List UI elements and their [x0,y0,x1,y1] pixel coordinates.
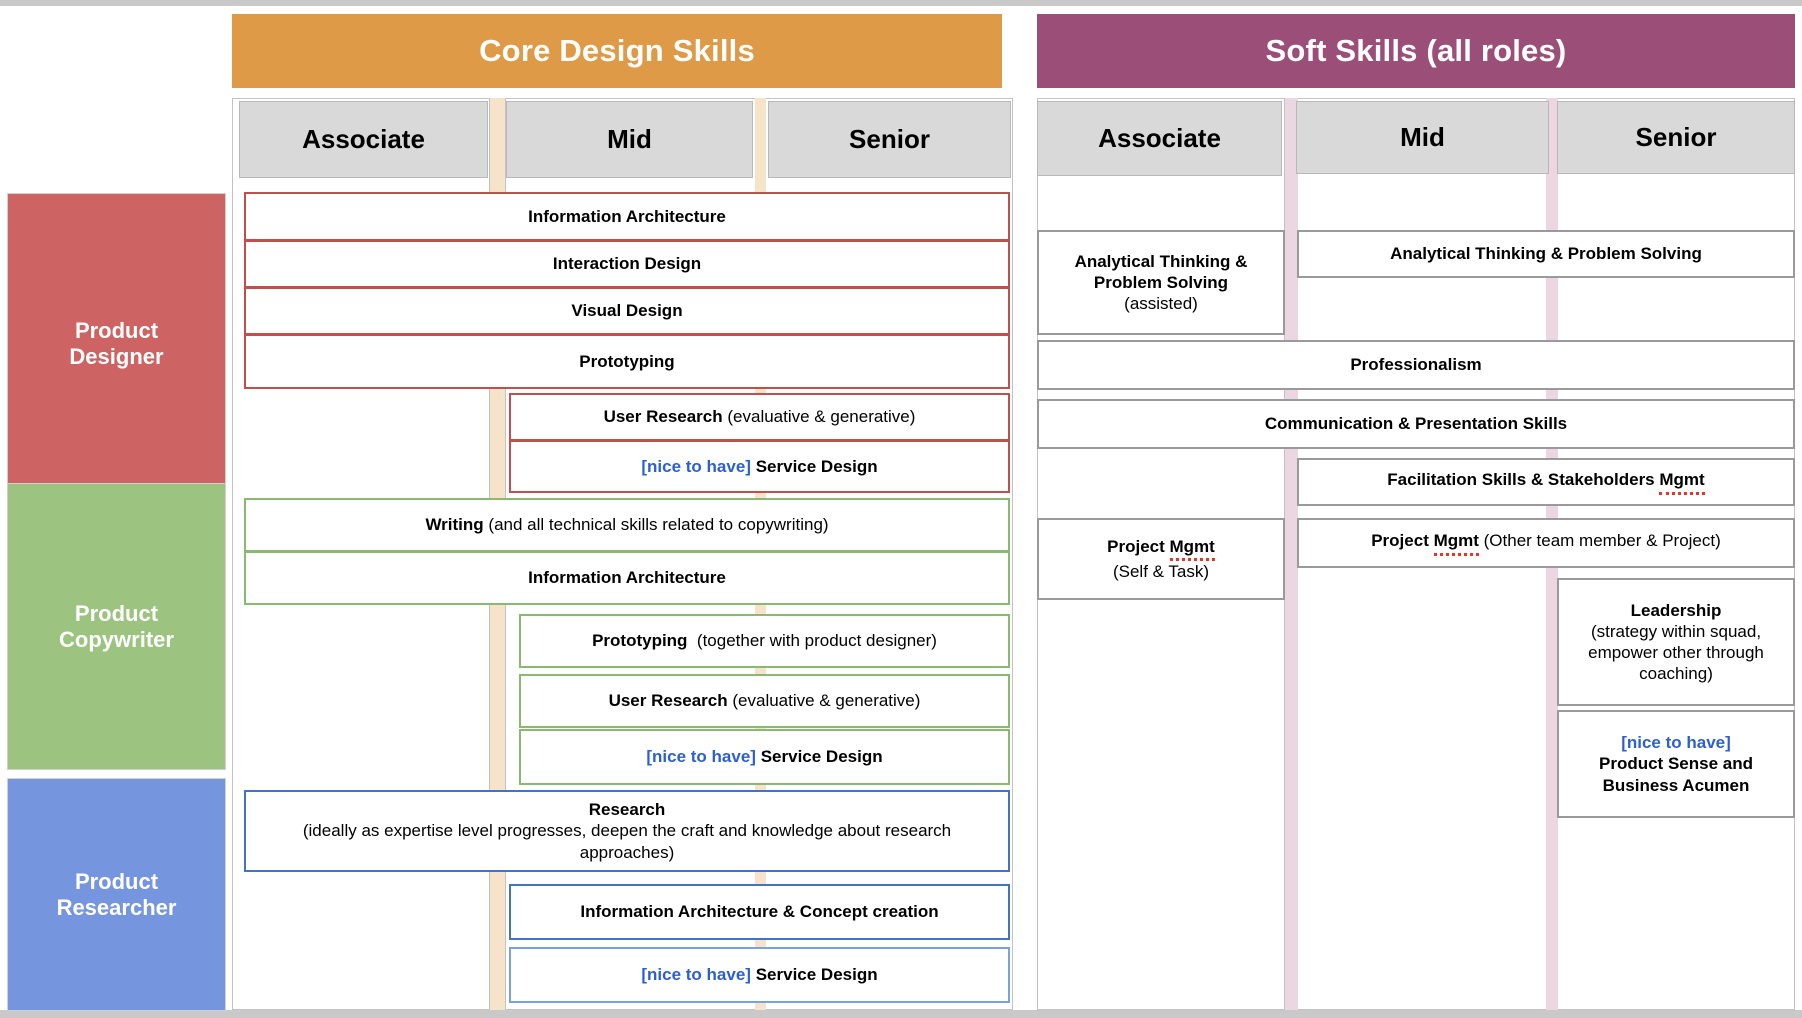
core-researcher-service-design[interactable]: [nice to have] Service Design [509,947,1010,1003]
spellcheck-underline: Mgmt [1433,530,1479,556]
core-researcher-ia-concept-creation[interactable]: Information Architecture & Concept creat… [509,884,1010,940]
soft-header-associate-label: Associate [1098,123,1221,153]
soft-senior-leadership[interactable]: Leadership(strategy within squad,empower… [1557,578,1795,706]
core-designer-visual-design[interactable]: Visual Design [244,287,1010,335]
role-tile-product-researcher: Product Researcher [7,778,226,1011]
soft-associate-project-mgmt[interactable]: Project Mgmt(Self & Task) [1037,518,1285,600]
soft-mid-senior-analytical-thinking[interactable]: Analytical Thinking & Problem Solving [1297,230,1795,278]
soft-mid-senior-facilitation-skills[interactable]: Facilitation Skills & Stakeholders Mgmt [1297,458,1795,506]
core-designer-service-design[interactable]: [nice to have] Service Design [509,440,1010,493]
core-header-associate-label: Associate [302,124,425,154]
core-copywriter-writing[interactable]: Writing (and all technical skills relate… [244,498,1010,552]
soft-header-mid-label: Mid [1400,122,1445,152]
core-header-mid: Mid [506,101,753,178]
core-header-mid-label: Mid [607,124,652,154]
role-label-product-designer: Product Designer [69,318,164,369]
role-label-product-researcher: Product Researcher [56,868,177,920]
core-design-skills-banner: Core Design Skills [232,14,1002,88]
core-copywriter-service-design[interactable]: [nice to have] Service Design [519,729,1010,785]
spellcheck-underline: Mgmt [1659,469,1705,495]
soft-skills-title: Soft Skills (all roles) [1265,33,1567,68]
spellcheck-underline: Mgmt [1169,536,1215,561]
soft-mid-senior-project-mgmt[interactable]: Project Mgmt (Other team member & Projec… [1297,518,1795,568]
role-tile-product-copywriter: Product Copywriter [7,483,226,770]
core-copywriter-user-research[interactable]: User Research (evaluative & generative) [519,674,1010,728]
role-label-product-copywriter: Product Copywriter [59,600,174,652]
core-researcher-research[interactable]: Research(ideally as expertise level prog… [244,790,1010,872]
soft-all-communication-presentation[interactable]: Communication & Presentation Skills [1037,399,1795,449]
core-designer-interaction-design[interactable]: Interaction Design [244,240,1010,288]
core-copywriter-prototyping[interactable]: Prototyping (together with product desig… [519,614,1010,668]
page-top-edge [0,0,1802,6]
soft-associate-analytical-thinking[interactable]: Analytical Thinking &Problem Solving(ass… [1037,230,1285,335]
core-header-associate: Associate [239,101,488,178]
core-designer-prototyping[interactable]: Prototyping [244,334,1010,389]
core-copywriter-information-architecture[interactable]: Information Architecture [244,551,1010,605]
core-designer-information-architecture[interactable]: Information Architecture [244,192,1010,241]
soft-header-associate: Associate [1037,101,1282,176]
core-header-senior: Senior [768,101,1011,178]
soft-all-professionalism[interactable]: Professionalism [1037,340,1795,390]
soft-header-senior-label: Senior [1635,122,1717,152]
soft-sep-associate-mid [1285,98,1298,1010]
soft-header-mid: Mid [1296,101,1549,174]
soft-header-senior: Senior [1557,101,1795,174]
core-designer-user-research[interactable]: User Research (evaluative & generative) [509,393,1010,441]
core-design-skills-title: Core Design Skills [479,33,755,68]
role-tile-product-designer: Product Designer [7,193,226,495]
page-bottom-edge [0,1010,1802,1018]
soft-skills-banner: Soft Skills (all roles) [1037,14,1795,88]
core-header-senior-label: Senior [849,124,930,154]
